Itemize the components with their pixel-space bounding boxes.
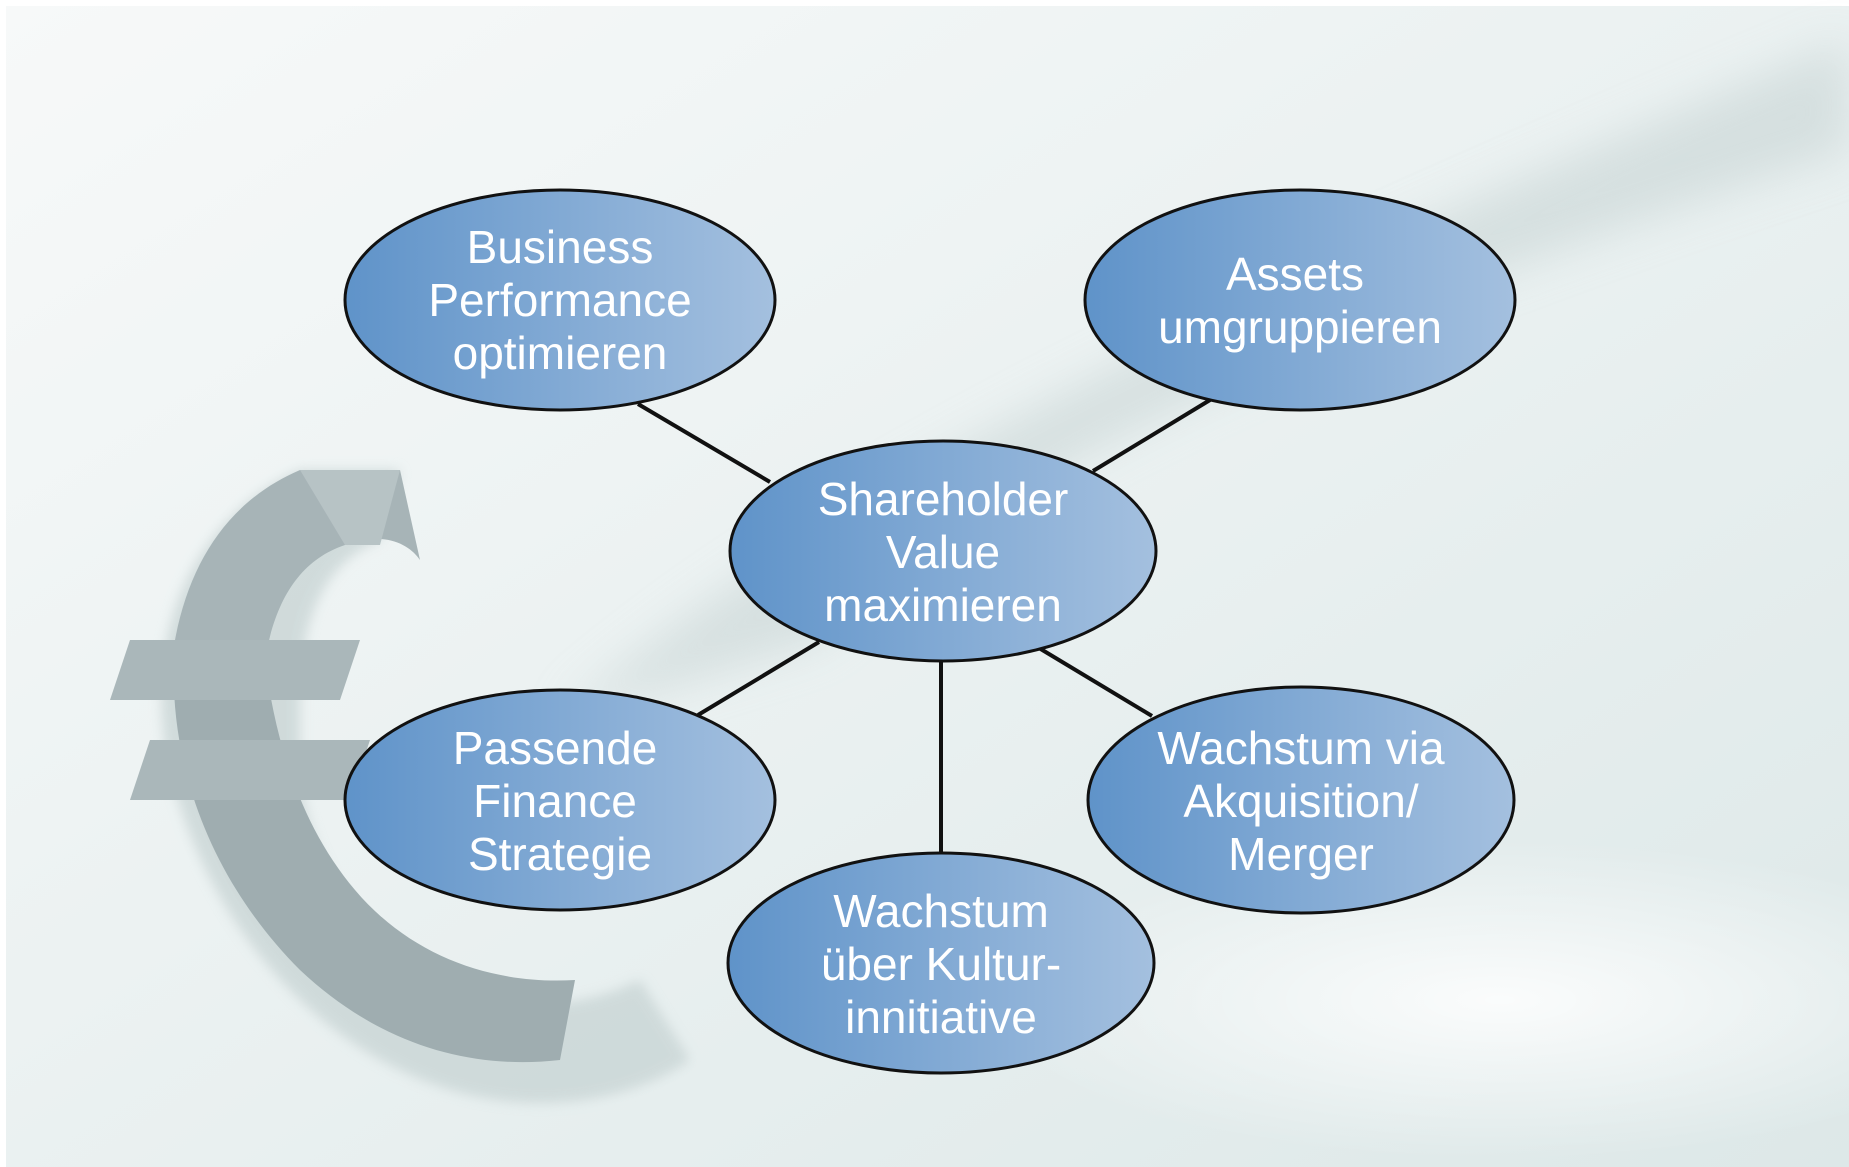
node-akquisition-line-3: Merger [1228,828,1374,880]
node-kultur-line-1: Wachstum [833,885,1049,937]
node-kultur-line-3: innitiative [845,991,1037,1043]
connector-business-performance [636,402,772,484]
node-finance-strategie-line-3: Strategie [468,828,652,880]
node-assets: Assets umgruppieren [1083,188,1517,412]
node-center: Shareholder Value maximieren [728,439,1158,663]
node-center-line-3: maximieren [824,579,1062,631]
node-finance-strategie: Passende Finance Strategie [343,688,777,912]
connector-finance-strategie [696,640,821,717]
euro-symbol [110,470,691,1103]
node-kultur: Wachstum über Kultur- innitiative [726,851,1156,1075]
connector-akquisition [1037,646,1154,718]
node-akquisition-line-2: Akquisition/ [1183,775,1418,827]
node-kultur-line-2: über Kultur- [821,938,1061,990]
node-akquisition: Wachstum via Akquisition/ Merger [1086,685,1516,915]
node-akquisition-line-1: Wachstum via [1157,722,1445,774]
node-business-performance: Business Performance optimieren [343,188,777,412]
node-finance-strategie-line-2: Finance [473,775,637,827]
node-finance-strategie-line-1: Passende [453,722,658,774]
node-center-line-1: Shareholder [818,473,1069,525]
node-center-line-2: Value [886,526,1000,578]
node-assets-line-1: Assets [1226,248,1364,300]
connectors [636,398,1212,852]
node-business-performance-line-3: optimieren [453,327,668,379]
node-business-performance-line-2: Performance [428,274,691,326]
node-assets-line-2: umgruppieren [1158,301,1442,353]
connector-assets [1091,398,1212,473]
node-business-performance-line-1: Business [467,221,654,273]
